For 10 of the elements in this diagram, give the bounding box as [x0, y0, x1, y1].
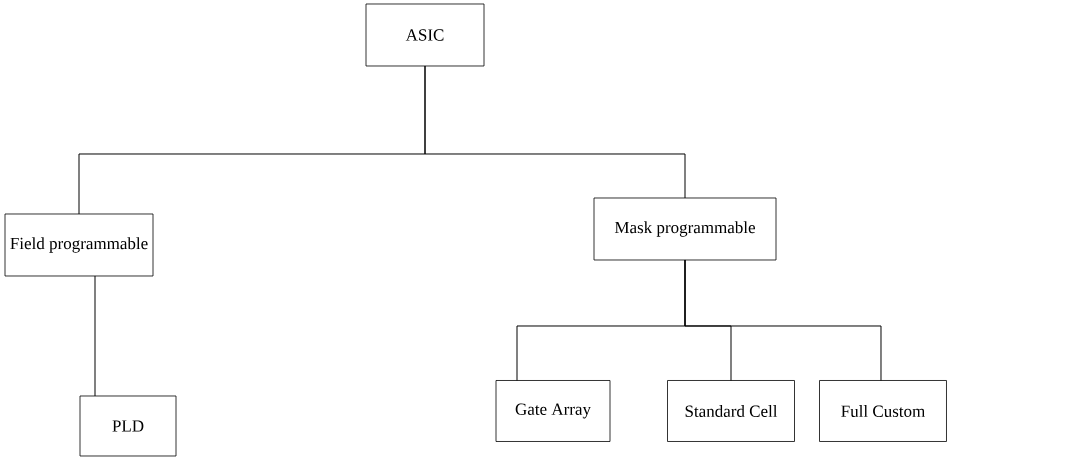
box: Field programmable	[4, 213, 154, 277]
connector-line	[94, 275, 96, 397]
connector-line	[424, 65, 686, 199]
box: Gate Array	[495, 380, 611, 442]
box: Mask programmable	[593, 197, 777, 261]
box: Full Custom	[819, 380, 947, 442]
box: ASIC	[365, 3, 485, 67]
box: Standard Cell	[667, 380, 795, 442]
connector-line	[684, 259, 882, 381]
box: PLD	[79, 395, 177, 457]
